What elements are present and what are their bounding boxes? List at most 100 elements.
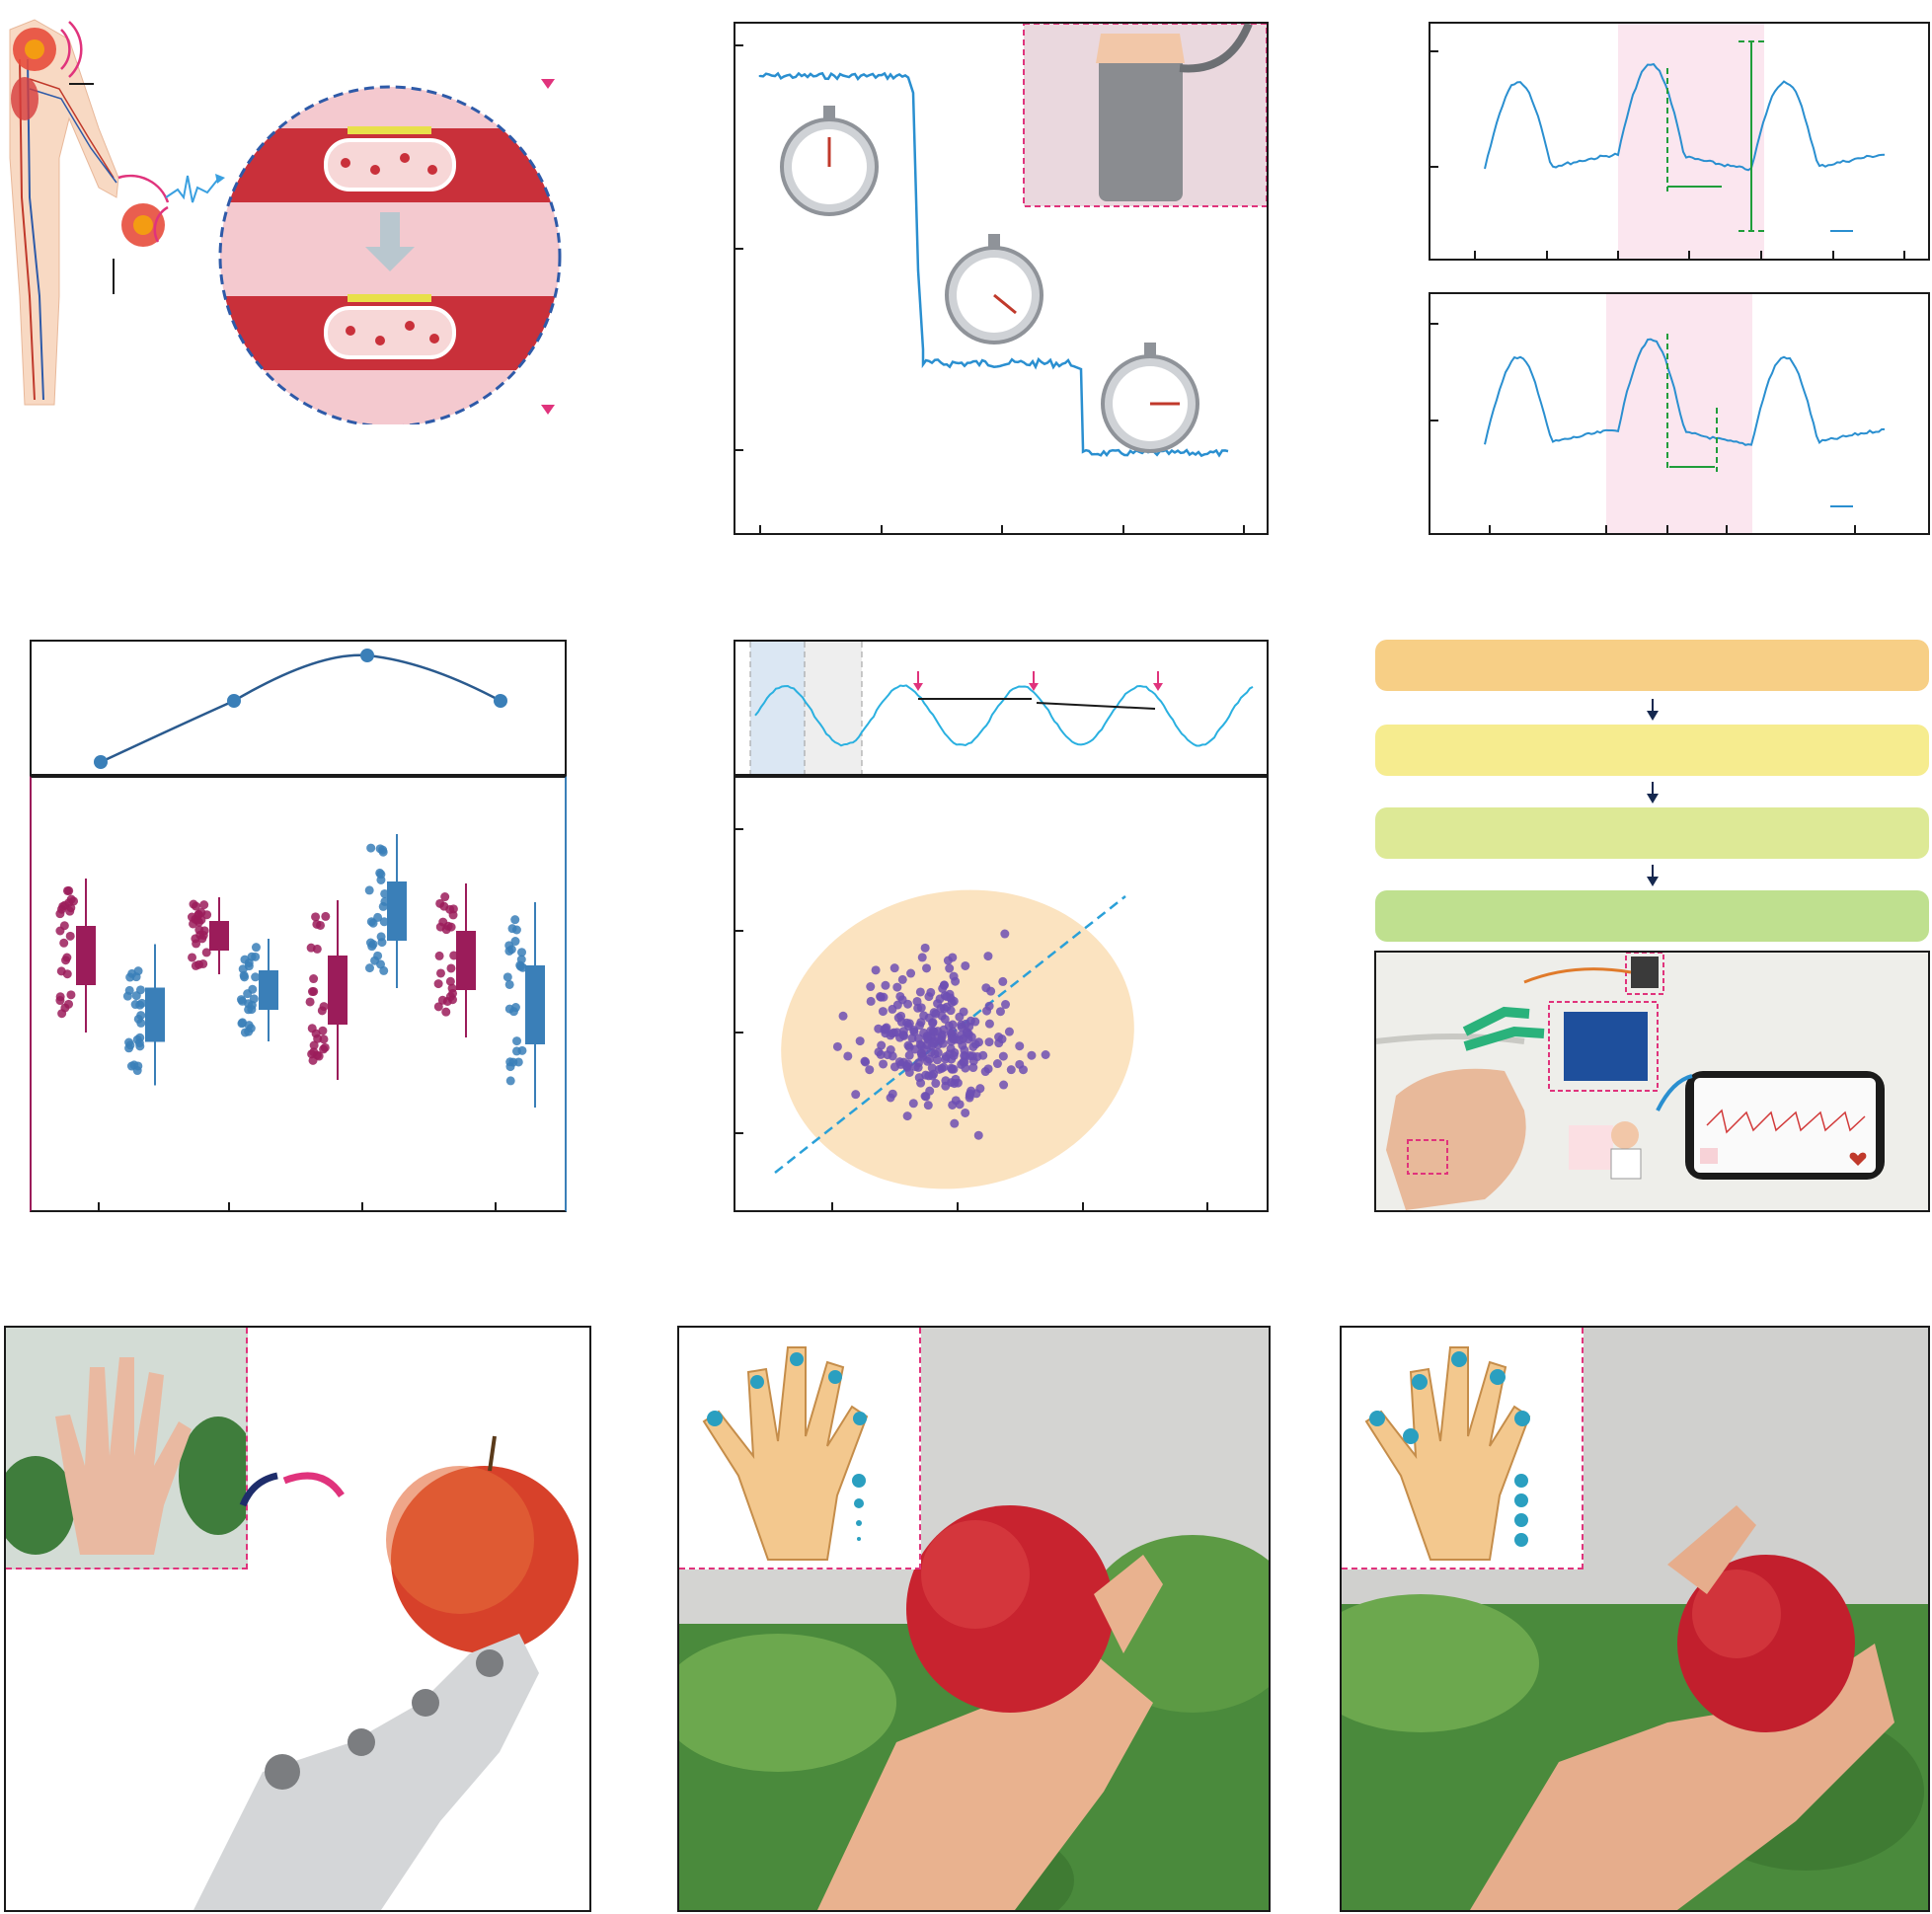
data-point	[366, 843, 376, 853]
data-point	[60, 900, 70, 910]
data-point	[518, 962, 528, 972]
data-point	[941, 1081, 951, 1091]
data-point	[871, 965, 881, 975]
data-point	[247, 952, 257, 961]
data-point	[510, 1003, 520, 1013]
data-point	[950, 1079, 960, 1089]
data-point	[878, 1007, 888, 1017]
data-point	[124, 1043, 134, 1053]
data-point	[437, 995, 447, 1005]
data-point	[931, 1079, 941, 1089]
open-hand-inset	[6, 1328, 248, 1569]
data-point	[135, 985, 145, 995]
data-point	[238, 964, 248, 974]
data-point	[947, 1063, 957, 1073]
data-point	[904, 1042, 914, 1052]
data-point	[927, 1063, 937, 1073]
flow-step-4	[1375, 890, 1929, 942]
data-point	[131, 972, 141, 982]
data-point	[889, 963, 899, 973]
data-point	[513, 1057, 523, 1067]
data-point	[951, 976, 961, 986]
data-point	[445, 992, 455, 1002]
robot-hand-figure	[4, 1326, 591, 1912]
data-point	[65, 931, 75, 941]
data-point	[892, 1028, 902, 1037]
data-point	[318, 1026, 328, 1035]
data-point	[914, 1073, 924, 1083]
data-point	[972, 1052, 982, 1062]
data-point	[912, 996, 922, 1006]
data-point	[1018, 1065, 1028, 1075]
arrow-icon	[1647, 877, 1659, 886]
data-point	[865, 1065, 875, 1075]
data-point	[191, 934, 200, 944]
data-point	[984, 1037, 994, 1047]
data-point	[933, 1034, 943, 1043]
data-point	[313, 1034, 323, 1043]
data-point	[236, 995, 246, 1005]
data-point	[445, 976, 455, 986]
data-point	[516, 955, 526, 964]
pulse-trace	[1484, 338, 1886, 446]
data-point	[59, 938, 69, 948]
data-point	[191, 901, 200, 911]
data-point	[937, 1011, 947, 1021]
data-point	[447, 983, 457, 993]
panel-bland-altman	[734, 776, 1269, 1212]
data-point	[949, 1050, 959, 1060]
data-point	[908, 1099, 918, 1109]
data-point	[309, 974, 319, 984]
data-point	[1027, 1050, 1037, 1060]
data-point	[957, 1020, 966, 1030]
data-point	[379, 917, 389, 927]
data-point	[133, 1061, 143, 1071]
data-point	[998, 976, 1008, 986]
data-point	[995, 1007, 1005, 1017]
hand-sensor-inset	[1342, 1328, 1584, 1569]
data-point	[133, 1014, 143, 1024]
data-point	[951, 1096, 961, 1106]
data-point	[366, 917, 376, 927]
data-point	[59, 921, 69, 931]
data-point	[365, 938, 375, 948]
data-point	[55, 992, 65, 1002]
data-point	[907, 1034, 917, 1043]
panel-pressure-steps	[734, 22, 1269, 535]
data-point	[904, 1050, 914, 1060]
data-point	[955, 1012, 965, 1022]
data-point	[992, 1059, 1002, 1069]
data-point	[983, 952, 993, 961]
data-point	[881, 1024, 890, 1034]
data-point	[913, 1034, 923, 1043]
data-point	[975, 1084, 985, 1094]
panel-pulse-wave-top	[1429, 22, 1930, 261]
data-point	[311, 912, 321, 922]
data-point	[248, 984, 258, 994]
data-point	[966, 1089, 975, 1099]
data-point	[924, 1071, 934, 1081]
data-point	[951, 1034, 961, 1044]
data-point	[1001, 1000, 1011, 1010]
data-point	[306, 943, 316, 953]
data-point	[380, 888, 390, 898]
data-point	[935, 994, 945, 1004]
data-point	[134, 1038, 144, 1048]
data-point	[66, 894, 76, 904]
data-point	[928, 1018, 938, 1028]
data-point	[65, 906, 75, 916]
data-point	[433, 1002, 443, 1012]
data-point	[922, 1032, 932, 1041]
data-point	[939, 980, 949, 990]
data-point	[984, 1001, 994, 1011]
panel-box-plots	[30, 776, 567, 1212]
data-point	[961, 1108, 970, 1117]
panel-pulse-wave-bottom	[1429, 292, 1930, 535]
data-point	[922, 963, 932, 973]
stopwatch-icon	[780, 106, 879, 216]
data-point	[942, 992, 952, 1002]
data-point	[373, 912, 383, 922]
grip-photo-1	[677, 1326, 1271, 1912]
data-point	[246, 1024, 256, 1034]
data-point	[62, 969, 72, 979]
